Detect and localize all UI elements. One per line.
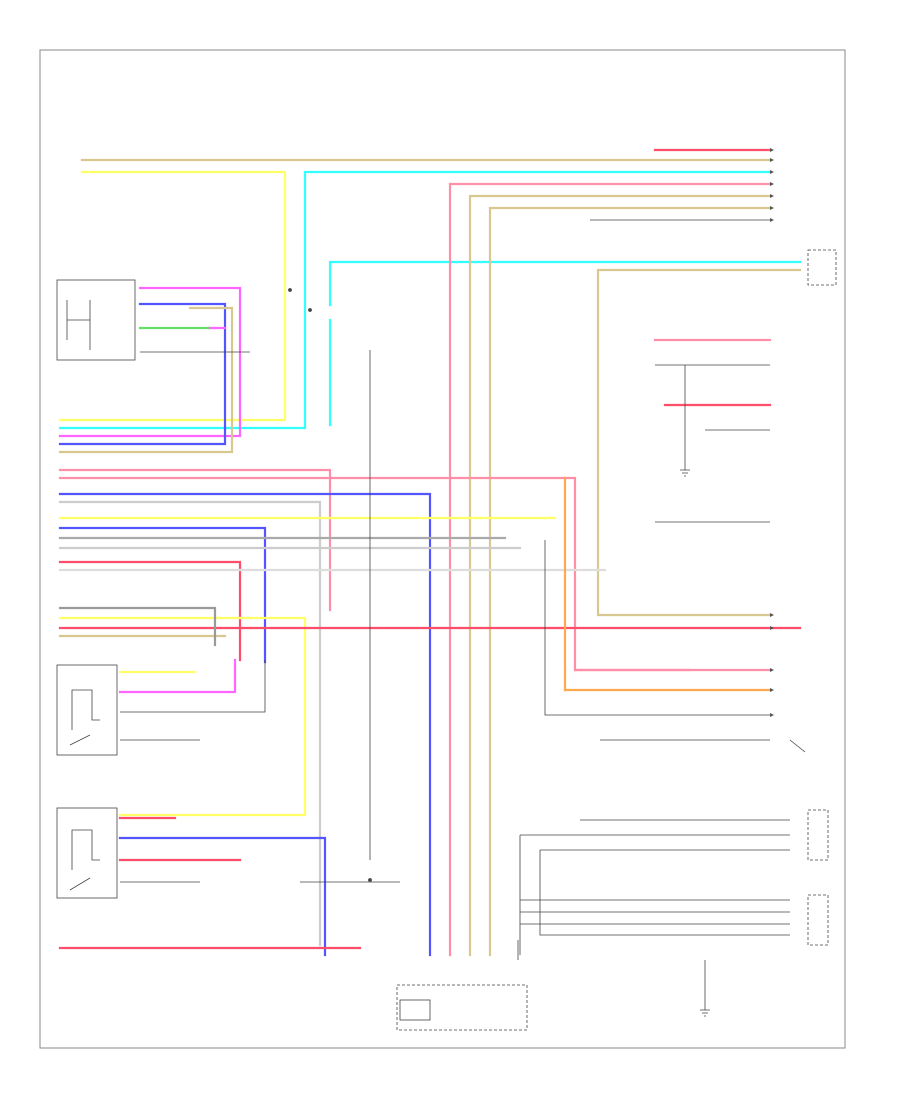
wire-blue-sw5 [118, 836, 327, 957]
wire-magenta-sw1 [58, 286, 242, 438]
terminal-marker-4 [770, 182, 774, 186]
terminal-marker-10 [770, 668, 774, 672]
switch-glyph-3 [69, 829, 100, 891]
connector-node-3 [368, 878, 372, 882]
terminal-marker-1 [770, 148, 774, 152]
wire-cyan-sensor [328, 260, 802, 307]
wire-gray-5 [58, 606, 217, 647]
terminal-marker-2 [770, 158, 774, 162]
wire-pink-1 [58, 468, 332, 612]
thin-wire-layer [120, 219, 790, 1010]
wire-tan-vertical-2 [488, 206, 772, 957]
terminal-marker-6 [770, 206, 774, 210]
terminal-markers [770, 148, 774, 717]
right-lower-box [807, 809, 829, 861]
terminal-marker-9 [770, 626, 774, 630]
diagram-border [39, 49, 846, 1049]
switch-glyph-2 [69, 689, 100, 746]
left-lower-switch-box-1 [56, 664, 118, 756]
wire-tan-vertical-1 [468, 194, 772, 957]
wire-tan-sw2 [58, 306, 234, 454]
switch-glyph-1 [66, 300, 91, 350]
switch-glyph-4 [789, 739, 806, 753]
wire-yellow-3 [58, 616, 307, 817]
wire-pink-vertical [448, 182, 772, 957]
bottom-module-inner [399, 999, 431, 1021]
right-lower-box-2 [807, 894, 829, 946]
terminal-marker-3 [770, 170, 774, 174]
left-lower-switch-box-2 [56, 807, 118, 899]
terminal-marker-7 [770, 218, 774, 222]
ground-symbol-1 [680, 469, 690, 477]
ground-symbol-2 [700, 1009, 710, 1017]
bottom-module-box [396, 984, 528, 1031]
wire-yellow-top [58, 170, 287, 422]
terminal-marker-11 [770, 688, 774, 692]
wire-blue-main [58, 492, 432, 957]
connector-node-1 [288, 288, 292, 292]
wire-cyan-main [58, 170, 772, 430]
terminal-marker-12 [770, 713, 774, 717]
connector-node-2 [308, 308, 312, 312]
wire-layer [58, 148, 802, 957]
wire-gray-1 [58, 500, 322, 947]
right-sensor-box [807, 249, 837, 286]
terminal-marker-8 [770, 613, 774, 617]
wire-magenta-sw4 [118, 658, 237, 694]
wire-black-12 [539, 850, 790, 936]
left-switch-box [56, 279, 136, 361]
terminal-marker-5 [770, 194, 774, 198]
wire-black-20 [544, 540, 770, 716]
component-layer [56, 249, 837, 1031]
wire-black-16 [120, 660, 266, 713]
wire-tan-right [596, 268, 802, 617]
wire-blue-sw2 [58, 302, 227, 446]
